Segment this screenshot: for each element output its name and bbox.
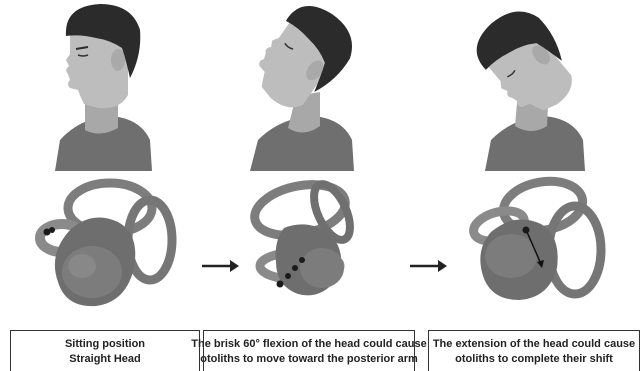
head-extended-illustration	[425, 0, 643, 171]
panel-sitting: Sitting position Straight Head	[0, 0, 210, 371]
caption-sitting-line1: Sitting position	[65, 337, 145, 352]
caption-flexion-line2: otoliths to move toward the posterior ar…	[200, 352, 418, 367]
inner-ear-sitting	[0, 170, 210, 330]
caption-extension-line2: otoliths to complete their shift	[455, 352, 613, 367]
caption-flexion-line1: The brisk 60° flexion of the head could …	[191, 337, 426, 352]
head-straight-illustration	[0, 0, 210, 171]
caption-sitting-line2: Straight Head	[69, 352, 141, 367]
caption-sitting: Sitting position Straight Head	[10, 330, 200, 371]
caption-extension: The extension of the head could cause ot…	[428, 330, 640, 371]
caption-extension-line1: The extension of the head could cause	[433, 337, 635, 352]
inner-ear-extension	[425, 170, 643, 330]
caption-flexion: The brisk 60° flexion of the head could …	[203, 330, 415, 371]
head-flexed-illustration	[200, 0, 415, 171]
inner-ear-flexion	[200, 170, 415, 330]
panel-extension: The extension of the head could cause ot…	[425, 0, 643, 371]
panel-flexion: The brisk 60° flexion of the head could …	[200, 0, 415, 371]
